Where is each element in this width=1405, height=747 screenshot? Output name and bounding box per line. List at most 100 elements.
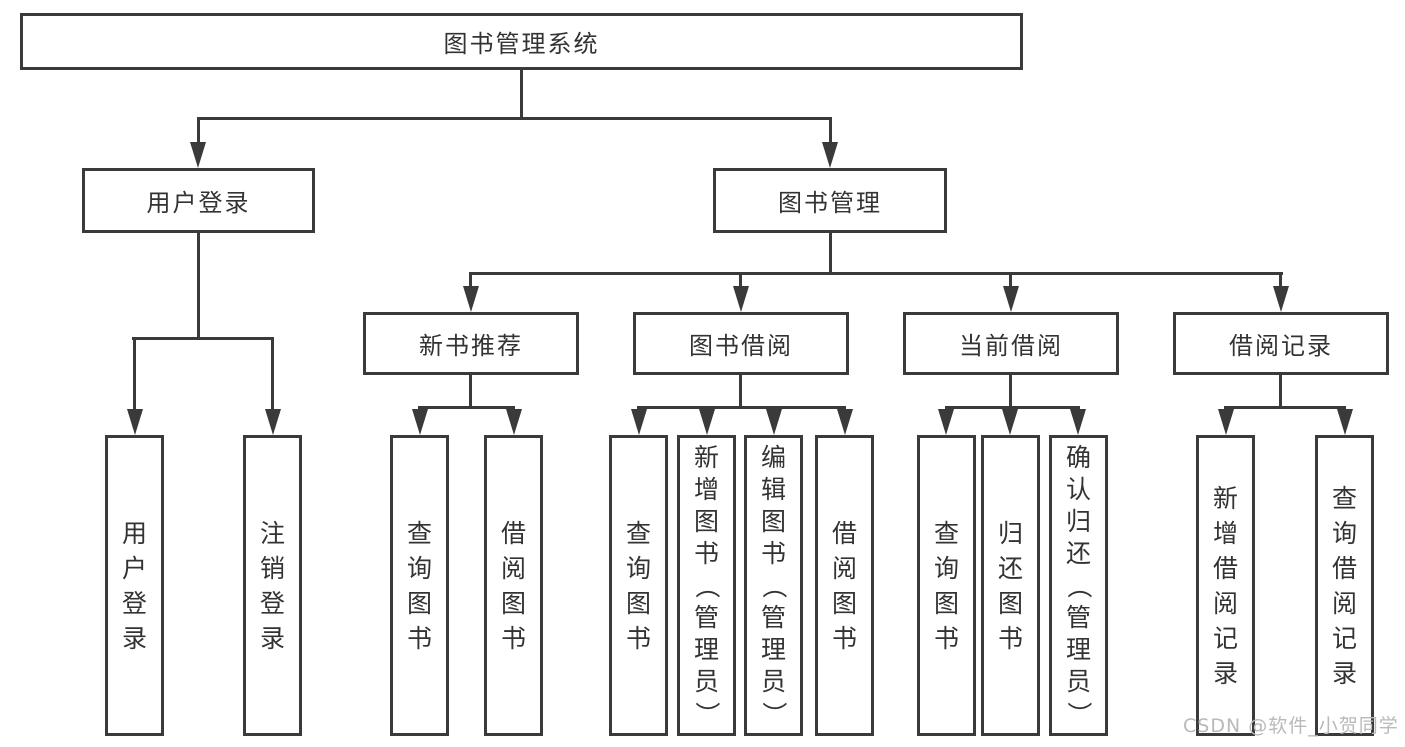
- connector-line: [1009, 375, 1012, 409]
- connector-line: [829, 233, 832, 275]
- connector-line: [133, 337, 136, 411]
- arrow-down-icon: [463, 286, 479, 312]
- vertical-char: 借: [831, 518, 857, 548]
- arrow-down-icon: [1002, 409, 1018, 435]
- node-label: 借阅记录: [1229, 332, 1333, 360]
- vertical-char: 书: [760, 538, 786, 568]
- leaf-query-borrow-record: 查询借阅记录: [1315, 435, 1374, 736]
- connector-line: [418, 406, 515, 409]
- vertical-char: 阅: [1212, 588, 1238, 618]
- vertical-char: 管: [693, 602, 719, 632]
- arrow-down-icon: [1337, 409, 1353, 435]
- connector-line: [469, 272, 1283, 275]
- vertical-char: 管: [760, 602, 786, 632]
- vertical-char: 询: [625, 553, 651, 583]
- vertical-char: 新: [1212, 483, 1238, 513]
- vertical-char: 书: [997, 623, 1023, 653]
- node-label: 新书推荐: [419, 332, 523, 360]
- arrow-down-icon: [766, 409, 782, 435]
- connector-line: [945, 406, 1080, 409]
- vertical-char: 认: [1065, 474, 1091, 504]
- connector-line: [739, 375, 742, 409]
- vertical-char: ）: [759, 700, 789, 726]
- arrow-down-icon: [699, 409, 715, 435]
- node-book-borrow: 图书借阅: [633, 312, 849, 375]
- vertical-char: 书: [933, 623, 959, 653]
- vertical-char: 新: [693, 442, 719, 472]
- vertical-char: 员: [1065, 666, 1091, 696]
- vertical-char: 询: [933, 553, 959, 583]
- connector-line: [1009, 272, 1012, 288]
- node-user-login: 用户登录: [82, 168, 315, 233]
- vertical-char: 编: [760, 442, 786, 472]
- leaf-add-book-admin: 新增图书（管理员）: [677, 435, 736, 736]
- vertical-char: 归: [997, 518, 1023, 548]
- arrow-down-icon: [506, 409, 522, 435]
- leaf-edit-book-admin: 编辑图书（管理员）: [744, 435, 803, 736]
- node-borrow-records: 借阅记录: [1173, 312, 1389, 375]
- vertical-char: 查: [933, 518, 959, 548]
- vertical-char: 增: [1212, 518, 1238, 548]
- vertical-char: 图: [406, 588, 432, 618]
- vertical-char: ）: [1064, 700, 1094, 726]
- leaf-add-borrow-record: 新增借阅记录: [1196, 435, 1255, 736]
- arrow-down-icon: [190, 142, 206, 168]
- node-label: 用户登录: [146, 189, 251, 217]
- node-label: 图书管理: [778, 189, 882, 217]
- connector-line: [829, 117, 832, 144]
- vertical-char: 管: [1065, 602, 1091, 632]
- arrow-down-icon: [733, 286, 749, 312]
- node-root: 图书管理系统: [20, 13, 1023, 70]
- vertical-char: 阅: [831, 553, 857, 583]
- leaf-query-books-recommend: 查询图书: [390, 435, 449, 736]
- connector-line: [637, 406, 846, 409]
- vertical-char: 查: [1331, 483, 1357, 513]
- leaf-return-book: 归还图书: [981, 435, 1040, 736]
- arrow-down-icon: [938, 409, 954, 435]
- vertical-char: 记: [1212, 623, 1238, 653]
- connector-line: [469, 375, 472, 409]
- connector-line: [197, 117, 200, 144]
- vertical-char: 借: [1212, 553, 1238, 583]
- connector-line: [1279, 272, 1282, 288]
- arrow-down-icon: [1273, 286, 1289, 312]
- connector-line: [1224, 406, 1346, 409]
- node-label: 当前借阅: [959, 332, 1063, 360]
- vertical-char: 录: [1212, 658, 1238, 688]
- node-label: 图书借阅: [689, 332, 793, 360]
- vertical-char: 书: [831, 623, 857, 653]
- arrow-down-icon: [1218, 409, 1234, 435]
- connector-line: [132, 337, 274, 340]
- connector-line: [520, 69, 523, 120]
- vertical-char: 图: [500, 588, 526, 618]
- connector-line: [1279, 375, 1282, 409]
- vertical-char: 书: [693, 538, 719, 568]
- arrow-down-icon: [1070, 409, 1086, 435]
- leaf-borrow-books: 借阅图书: [815, 435, 874, 736]
- leaf-user-login: 用户登录: [105, 435, 164, 736]
- vertical-char: 借: [1331, 553, 1357, 583]
- vertical-char: 图: [831, 588, 857, 618]
- vertical-char: 确: [1065, 442, 1091, 472]
- vertical-char: 还: [997, 553, 1023, 583]
- vertical-char: 图: [625, 588, 651, 618]
- arrow-down-icon: [631, 409, 647, 435]
- vertical-char: 还: [1065, 538, 1091, 568]
- vertical-char: 登: [259, 588, 285, 618]
- vertical-char: 归: [1065, 506, 1091, 536]
- vertical-char: 注: [259, 518, 285, 548]
- node-book-management: 图书管理: [713, 168, 947, 233]
- vertical-char: 查: [406, 518, 432, 548]
- connector-line: [271, 337, 274, 411]
- vertical-char: 销: [259, 553, 285, 583]
- vertical-char: 登: [121, 588, 147, 618]
- vertical-char: 员: [760, 666, 786, 696]
- vertical-char: 辑: [760, 474, 786, 504]
- vertical-char: 图: [760, 506, 786, 536]
- vertical-char: 阅: [1331, 588, 1357, 618]
- vertical-char: 查: [625, 518, 651, 548]
- vertical-char: （: [1064, 572, 1094, 598]
- leaf-query-books-current: 查询图书: [917, 435, 976, 736]
- vertical-char: 记: [1331, 623, 1357, 653]
- vertical-char: 图: [933, 588, 959, 618]
